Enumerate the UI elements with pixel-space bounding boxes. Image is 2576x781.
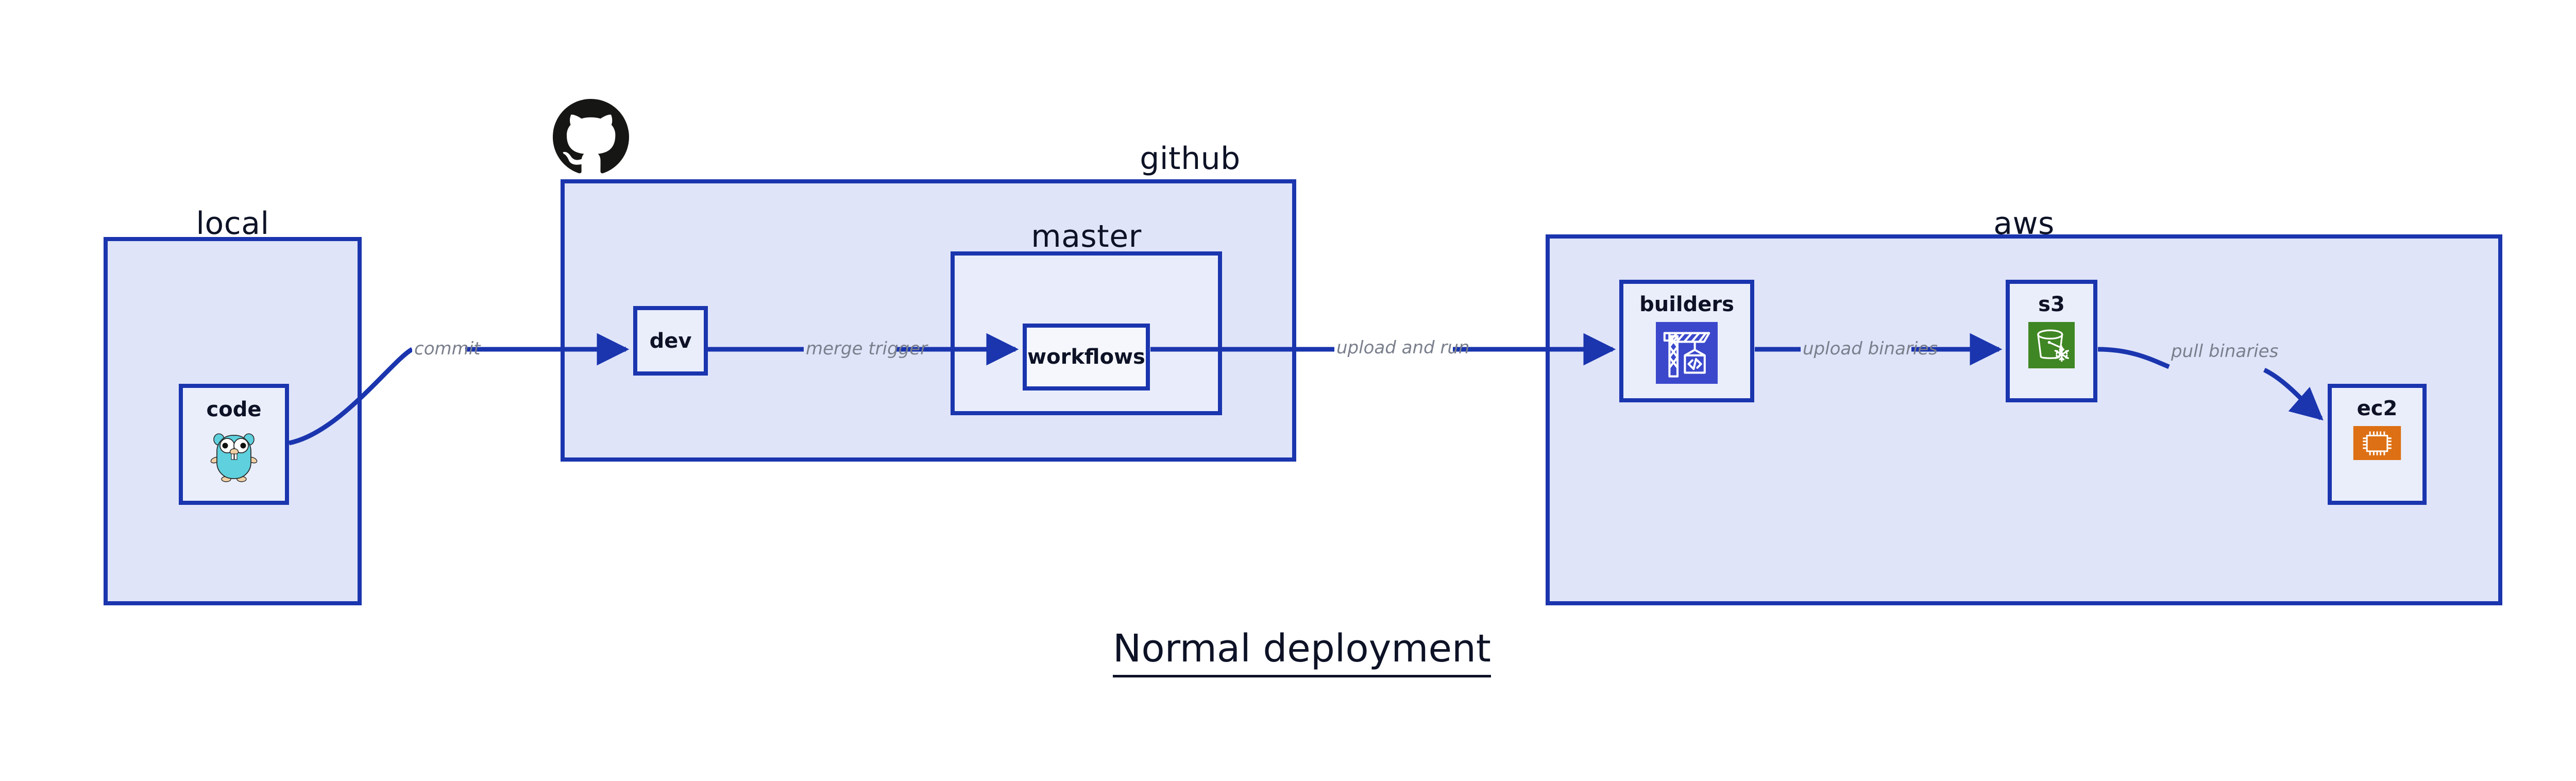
node-ec2[interactable]: ec2 [2328,384,2427,505]
node-s3[interactable]: s3 [2006,280,2097,402]
diagram-title-text: Normal deployment [1113,626,1491,677]
cluster-local-label: local [196,206,269,242]
aws-s3-glacier-icon [2028,322,2075,368]
node-dev-label: dev [649,329,692,353]
edge-label-commit: commit [412,340,481,358]
edge-label-pull-binaries: pull binaries [2171,341,2279,362]
node-builders-label: builders [1639,293,1734,316]
aws-ec2-icon [2352,426,2402,460]
cluster-master-label: master [1031,218,1142,254]
edge-label-upload-binaries: upload binaries [1803,338,1938,359]
node-builders[interactable]: builders [1619,280,1754,402]
node-ec2-label: ec2 [2357,397,2398,420]
node-code[interactable]: code [179,384,289,505]
golang-gopher-icon [210,427,258,483]
edge-label-merge-trigger: merge trigger [806,338,928,359]
node-code-label: code [206,398,262,421]
node-s3-label: s3 [2038,293,2065,316]
node-dev[interactable]: dev [633,306,708,376]
diagram-title: Normal deployment [0,626,2576,677]
edge-label-upload-and-run: upload and run [1334,339,1469,356]
cluster-aws-label: aws [1993,206,2055,242]
aws-codebuild-icon [1656,322,1718,384]
cluster-github-label: github [1140,141,1241,177]
node-workflows[interactable]: workflows [1023,324,1150,390]
node-workflows-label: workflows [1027,345,1145,369]
github-octocat-icon [553,99,629,175]
